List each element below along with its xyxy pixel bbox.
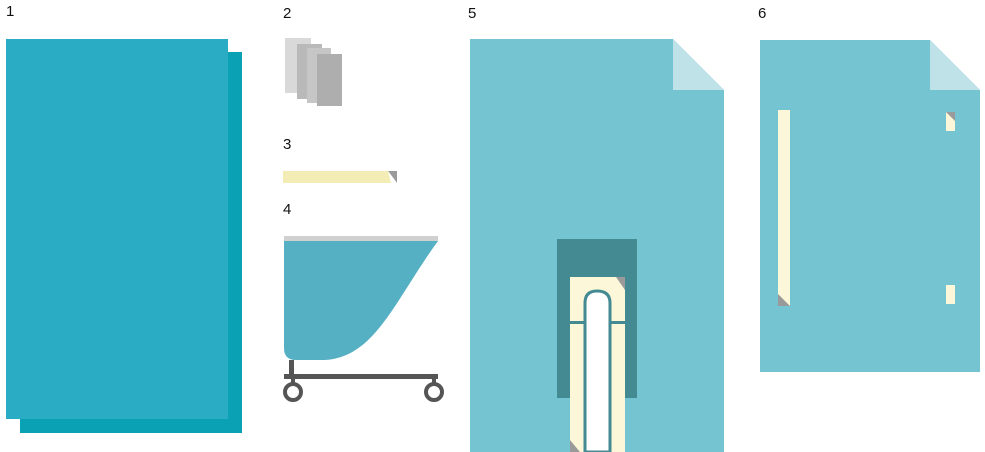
- drape-sheet-front: [6, 39, 228, 419]
- adhesive-tape-strip-icon: [283, 171, 397, 183]
- cart-bag: [284, 241, 438, 360]
- tape-tab-top-corner: [946, 112, 955, 121]
- label-item-3: 3: [283, 136, 292, 153]
- adhesive-drape-fold: [930, 40, 980, 90]
- label-item-6: 6: [758, 5, 767, 22]
- cart-axle-left: [291, 376, 295, 384]
- cart-rim: [284, 236, 438, 241]
- tape-peel-flap: [388, 171, 397, 183]
- label-item-1: 1: [6, 3, 15, 20]
- side-tape-strip: [778, 110, 790, 306]
- slot-tape-corner-bottom: [570, 440, 580, 452]
- cart-frame-bar: [284, 374, 438, 379]
- cart-wheel-right: [424, 382, 444, 402]
- paper-towels-icon: [285, 38, 342, 106]
- fenestrated-drape-fold: [673, 39, 724, 90]
- label-item-4: 4: [283, 201, 292, 218]
- paper-sheet-4: [317, 54, 342, 106]
- side-tape-corner: [778, 294, 790, 306]
- slot-opening: [583, 289, 612, 452]
- cart-wheel-left: [283, 382, 303, 402]
- tape-tab-bottom: [946, 285, 955, 304]
- adhesive-drape-sheet: [760, 40, 980, 372]
- cart-axle-right: [432, 376, 436, 384]
- mayo-stand-cover-icon: [283, 236, 444, 402]
- slot-tape-corner: [616, 277, 625, 290]
- fenestrated-drape-icon: [470, 39, 724, 452]
- tape-tab-top: [946, 112, 955, 131]
- label-item-5: 5: [468, 5, 477, 22]
- large-drape-sheet-icon: [6, 39, 242, 433]
- cart-leg: [289, 360, 294, 377]
- tape-strip: [283, 171, 397, 183]
- label-item-2: 2: [283, 5, 292, 22]
- adhesive-drape-icon: [760, 40, 980, 372]
